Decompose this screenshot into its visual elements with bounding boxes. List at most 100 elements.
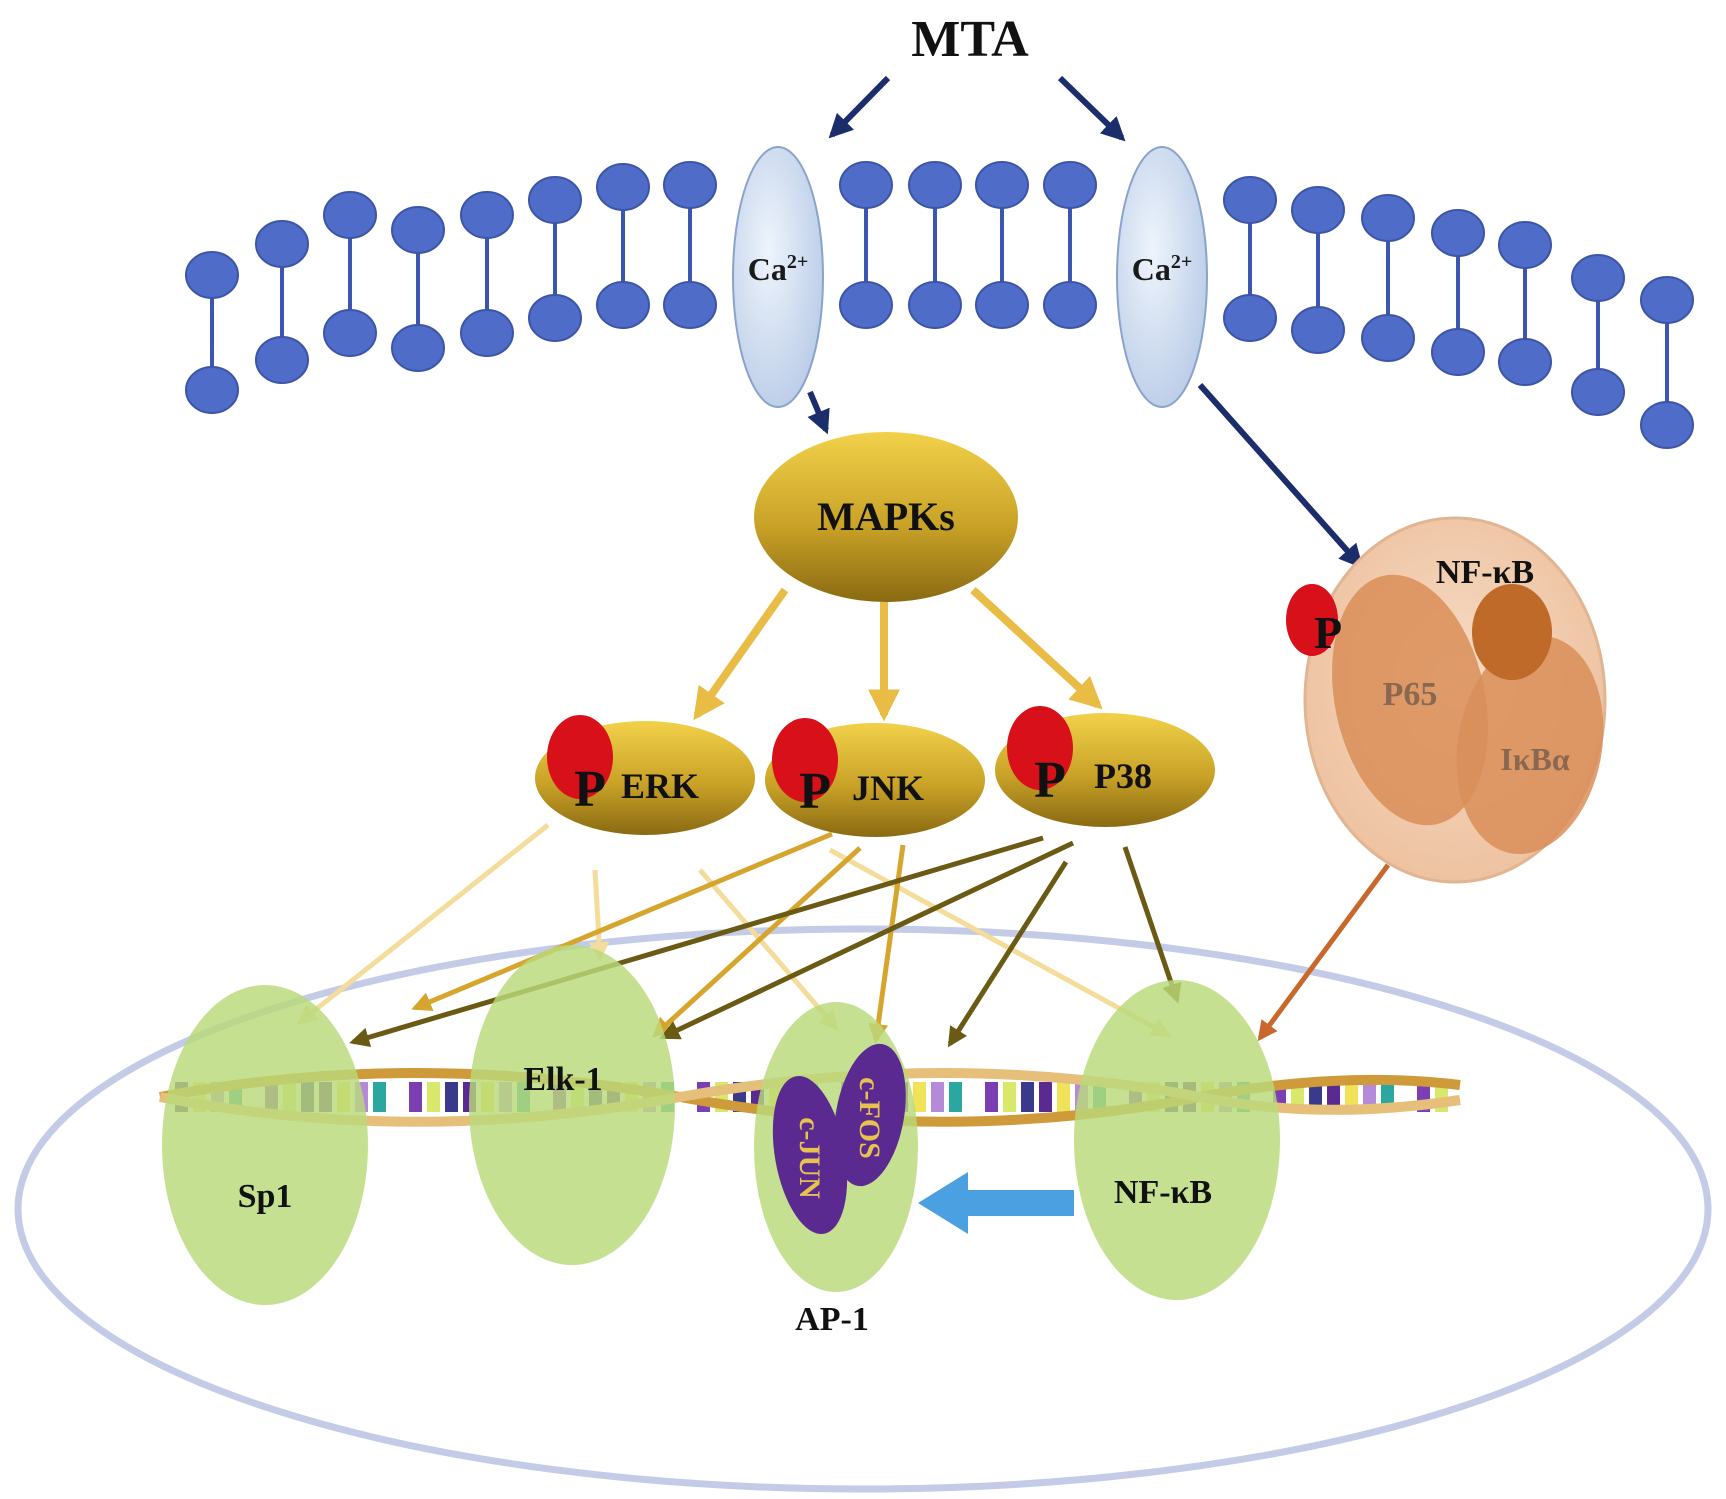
lipid-head [391, 324, 445, 372]
lipid-head [1640, 276, 1694, 324]
lipid-head [185, 251, 239, 299]
lipid-head [596, 281, 650, 329]
dna-base-pair [1039, 1082, 1052, 1112]
arrow-jnk-to-ap1 [868, 844, 906, 1044]
cjun-label: c-JUN [793, 1117, 826, 1199]
cjun-subunit [772, 1075, 848, 1235]
dna-base-pair [931, 1082, 944, 1112]
phospho-group [547, 715, 613, 799]
navy-arrows [807, 75, 1364, 569]
lipid-head [1431, 328, 1485, 376]
lipid-head [1361, 194, 1415, 242]
elk1-label: Elk-1 [523, 1061, 602, 1098]
lipid-head [391, 206, 445, 254]
lipid-head [975, 161, 1029, 209]
jnk-label: JNK [852, 768, 924, 808]
cell-membrane [185, 161, 1694, 449]
ikba-label: IκBα [1500, 741, 1570, 777]
lipid-head [255, 336, 309, 384]
arrow-channel-to-mapks [807, 390, 830, 435]
nfkb-factor: NF-κB [1074, 980, 1280, 1300]
lipid-head [1640, 401, 1694, 449]
lipid-head [839, 161, 893, 209]
dna-base-pair [1057, 1082, 1070, 1112]
p65-subunit [1332, 574, 1488, 826]
dna-base-pair [985, 1082, 998, 1112]
ap1-label: AP-1 [795, 1301, 869, 1338]
lipid-head [1431, 209, 1485, 257]
phospho-label: P [1314, 607, 1342, 658]
ikba-subunit [1456, 635, 1604, 855]
lipid-head [1291, 186, 1345, 234]
arrow-erk-to-nfkb [828, 847, 1172, 1038]
arrow-mta-to-channel-right [1057, 75, 1126, 142]
p38-label: P38 [1094, 756, 1152, 796]
dna-base-pair [391, 1082, 404, 1112]
phospho-group [1007, 706, 1073, 790]
arrow-mapks-to-erk [693, 587, 789, 721]
dna-base-pair [1327, 1082, 1340, 1112]
lipid-head [528, 176, 582, 224]
dna-base-pair [1021, 1082, 1034, 1112]
phospho-label: P [574, 761, 606, 818]
erk-node: P ERK [535, 715, 755, 835]
lipid-head [1223, 294, 1277, 342]
mapks-label: MAPKs [817, 494, 955, 539]
calcium-channel-label: Ca2+ [1132, 251, 1193, 287]
lipid-head [1043, 281, 1097, 329]
lipid-head [596, 163, 650, 211]
arrow-nfkb-complex-to-nucleus [1257, 863, 1391, 1042]
dna-base-pair [373, 1082, 386, 1112]
lipid-head [323, 191, 377, 239]
sp1-label: Sp1 [238, 1178, 293, 1215]
arrow-jnk-to-elk1 [652, 846, 862, 1038]
nfkb-factor-label: NF-κB [1114, 1174, 1212, 1211]
arrow-jnk-to-sp1 [411, 831, 833, 1012]
lipid-head [185, 366, 239, 414]
dna-base-pair [913, 1082, 926, 1112]
mapks-node: MAPKs [754, 432, 1018, 602]
cfos-label: c-FOS [853, 1077, 886, 1159]
phospho-group [772, 718, 838, 802]
phospho-group [1286, 584, 1338, 656]
p38-node: P P38 [995, 706, 1215, 827]
calcium-channel-label: Ca2+ [748, 251, 809, 287]
lipid-head [460, 309, 514, 357]
arrow-erk-to-sp1 [296, 823, 550, 1025]
lipid-head [839, 281, 893, 329]
erk-label: ERK [621, 766, 699, 806]
lipid-head [908, 281, 962, 329]
mapks-arrows [693, 587, 1103, 722]
jnk-arrows [411, 831, 906, 1044]
dna-base-pair [427, 1082, 440, 1112]
lipid-head [460, 191, 514, 239]
arrow-mta-to-channel-left [828, 75, 891, 139]
dna-base-pair [409, 1082, 422, 1112]
arrow-nfkb-to-ap1 [918, 1172, 1074, 1234]
arrow-p38-to-sp1 [349, 835, 1044, 1048]
elk1-factor: Elk-1 [469, 945, 675, 1265]
calcium-channel-right: Ca2+ [1116, 146, 1208, 408]
dna-base-pair [949, 1082, 962, 1112]
lipid-head [1223, 176, 1277, 224]
lipid-head [1571, 254, 1625, 302]
p65-label: P65 [1383, 676, 1438, 713]
lipid-head [323, 309, 377, 357]
nfkb-complex-label: NF-κB [1436, 554, 1534, 591]
nfkb-core [1472, 584, 1552, 680]
arrow-erk-to-ap1 [698, 868, 839, 1032]
dna-base-pair [967, 1082, 980, 1112]
lipid-head [663, 161, 717, 209]
arrow-mapks-to-p38 [970, 587, 1103, 710]
arrow-channel-to-nfkb [1197, 383, 1364, 569]
arrow-p38-to-elk1 [659, 840, 1075, 1040]
lipid-head [1291, 306, 1345, 354]
arrow-erk-to-elk1 [589, 869, 610, 962]
ap1-factor: c-JUN c-FOS AP-1 [754, 1002, 918, 1338]
p38-arrows [349, 835, 1182, 1048]
lipid-head [1361, 314, 1415, 362]
arrow-p38-to-nfkb [1122, 846, 1182, 1004]
sp1-factor: Sp1 [162, 985, 368, 1305]
calcium-channel-left: Ca2+ [732, 146, 824, 408]
